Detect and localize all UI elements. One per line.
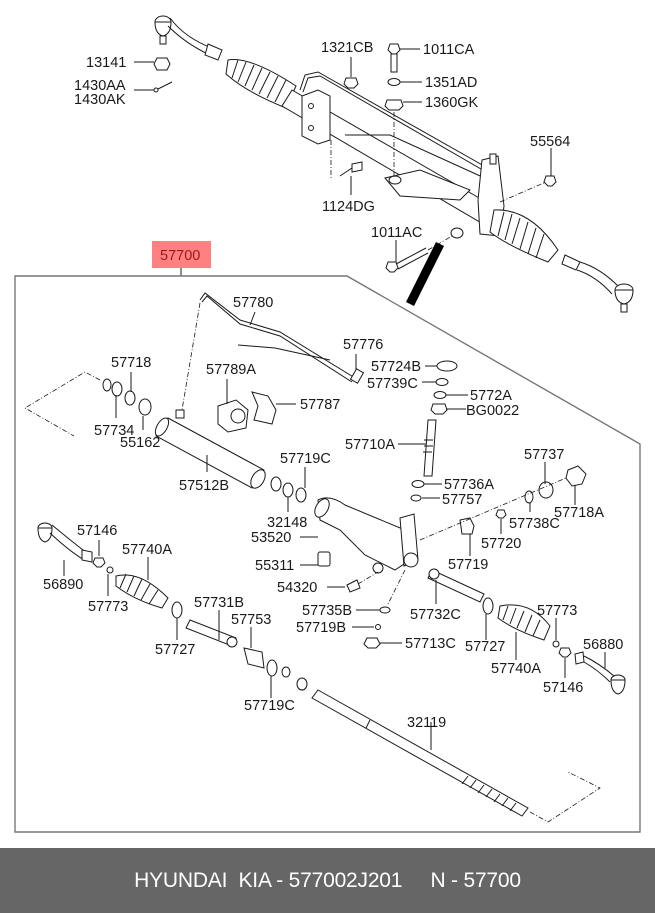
label-57727-left: 57727 — [155, 642, 195, 658]
label-57719C-top: 57719C — [280, 451, 331, 467]
label-1124DG: 1124DG — [322, 199, 375, 215]
label-57753: 57753 — [231, 612, 271, 628]
label-53520: 53520 — [251, 530, 291, 546]
label-5772A: 5772A — [470, 388, 512, 404]
assembly-label-57700[interactable]: 57700 — [152, 241, 211, 268]
label-1360GK: 1360GK — [425, 95, 479, 111]
nut-55564-drawing — [543, 175, 557, 187]
label-57738C: 57738C — [509, 516, 560, 532]
label-1011AC: 1011AC — [371, 225, 422, 241]
label-32148: 32148 — [267, 515, 307, 531]
right-mount-bracket-drawing — [384, 169, 471, 201]
label-1430AK: 1430AK — [74, 92, 126, 108]
label-57719B: 57719B — [296, 620, 346, 636]
label-57724B: 57724B — [371, 359, 421, 375]
label-32119: 32119 — [407, 715, 446, 731]
label-57740A-right: 57740A — [491, 661, 541, 677]
label-1321CB: 1321CB — [321, 40, 373, 56]
label-57734: 57734 — [94, 423, 134, 439]
steering-gear-parts-diagram: 13141 1430AA 1430AK 1321CB 1011CA 1351AD… — [14, 15, 641, 833]
cotter-pin-drawing — [155, 81, 173, 91]
label-57776: 57776 — [343, 337, 383, 353]
left-tie-rod-end-drawing — [154, 15, 223, 61]
label-BG0022: BG0022 — [466, 403, 519, 419]
label-57740A-left: 57740A — [122, 542, 172, 558]
label-57719C-bottom: 57719C — [244, 698, 295, 714]
top-leader-lines — [134, 48, 552, 262]
label-57146-left: 57146 — [77, 523, 117, 539]
washer-1351AD-drawing — [387, 78, 401, 86]
label-57719: 57719 — [448, 557, 488, 573]
label-1011CA: 1011CA — [423, 42, 475, 58]
label-55311: 55311 — [255, 558, 294, 574]
label-57713C: 57713C — [405, 636, 456, 652]
label-57735B: 57735B — [302, 603, 352, 619]
label-57727-right: 57727 — [465, 639, 505, 655]
bolt-1011AC-drawing — [385, 247, 429, 273]
label-56880: 56880 — [583, 637, 623, 653]
label-1430AA: 1430AA — [74, 78, 126, 94]
label-57780: 57780 — [233, 295, 273, 311]
label-57512B: 57512B — [179, 478, 229, 494]
left-mount-bracket-drawing — [301, 89, 331, 145]
label-57718: 57718 — [111, 355, 151, 371]
label-57773-right: 57773 — [537, 603, 577, 619]
label-57736A: 57736A — [444, 477, 494, 493]
assembled-steering-rack — [153, 15, 634, 313]
label-57737: 57737 — [524, 447, 564, 463]
label-57757: 57757 — [442, 492, 482, 508]
bolt-1124DG-drawing — [339, 161, 363, 177]
label-57789A: 57789A — [206, 362, 256, 378]
label-55162: 55162 — [120, 435, 160, 451]
kit-leader-lines — [63, 311, 606, 750]
label-55564: 55564 — [530, 134, 570, 150]
pointer-arrow — [406, 242, 444, 306]
label-57710A: 57710A — [345, 437, 395, 453]
label-57720: 57720 — [481, 536, 521, 552]
label-57773-left: 57773 — [88, 599, 128, 615]
assembly-number: 57700 — [160, 248, 200, 264]
label-57732C: 57732C — [410, 607, 461, 623]
kit-parts-drawing — [24, 292, 626, 823]
label-57718A: 57718A — [554, 505, 604, 521]
nut-13141-drawing — [153, 57, 171, 71]
label-13141: 13141 — [86, 55, 126, 71]
nut-1321CB-drawing — [343, 77, 359, 89]
label-54320: 54320 — [277, 580, 317, 596]
label-1351AD: 1351AD — [425, 75, 477, 91]
label-57787: 57787 — [300, 397, 340, 413]
label-57731B: 57731B — [194, 595, 244, 611]
label-56890: 56890 — [43, 577, 83, 593]
right-boot-ribs — [497, 211, 545, 259]
label-57739C: 57739C — [367, 376, 418, 392]
nut-1360GK-drawing — [384, 99, 404, 111]
right-tie-rod-end-drawing — [561, 254, 634, 313]
bolt-1011CA-drawing — [387, 43, 401, 73]
left-boot-ribs — [231, 59, 287, 103]
footer-bar: HYUNDAI KIA - 577002J201 N - 57700 — [0, 848, 655, 913]
hydraulic-lines-drawing — [299, 71, 501, 176]
kit-frame — [14, 275, 641, 833]
part-number-caption: HYUNDAI KIA - 577002J201 N - 57700 — [134, 868, 521, 892]
label-57146-right: 57146 — [543, 680, 583, 696]
